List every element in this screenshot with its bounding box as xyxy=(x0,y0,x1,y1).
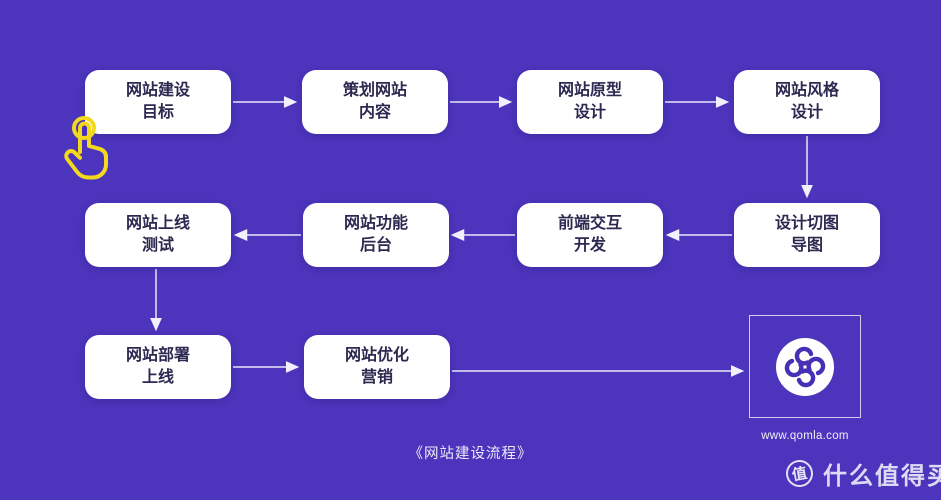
flow-node-design-slicing: 设计切图 导图 xyxy=(734,203,880,267)
flow-node-frontend-dev: 前端交互 开发 xyxy=(517,203,663,267)
flow-node-backend-features: 网站功能 后台 xyxy=(303,203,449,267)
smzdm-zhi-badge-icon: 值 xyxy=(783,457,816,490)
watermark-text: 什么值得买 xyxy=(823,463,941,490)
flow-node-style-design: 网站风格 设计 xyxy=(734,70,880,134)
flow-node-plan-content: 策划网站 内容 xyxy=(302,70,448,134)
flow-node-deploy-launch: 网站部署 上线 xyxy=(85,335,231,399)
flow-node-optimize-marketing: 网站优化 营销 xyxy=(304,335,450,399)
qomla-clover-logo-icon xyxy=(776,337,834,396)
flow-node-prototype-design: 网站原型 设计 xyxy=(517,70,663,134)
smzdm-watermark: 值 什么值得买 xyxy=(783,456,941,491)
tap-hand-icon xyxy=(64,116,108,180)
flow-node-website-goal: 网站建设 目标 xyxy=(85,70,231,134)
flow-node-online-testing: 网站上线 测试 xyxy=(85,203,231,267)
brand-website-url: www.qomla.com xyxy=(761,430,849,442)
brand-logo-box xyxy=(749,315,861,418)
flowchart-caption: 《网站建设流程》 xyxy=(408,446,533,462)
